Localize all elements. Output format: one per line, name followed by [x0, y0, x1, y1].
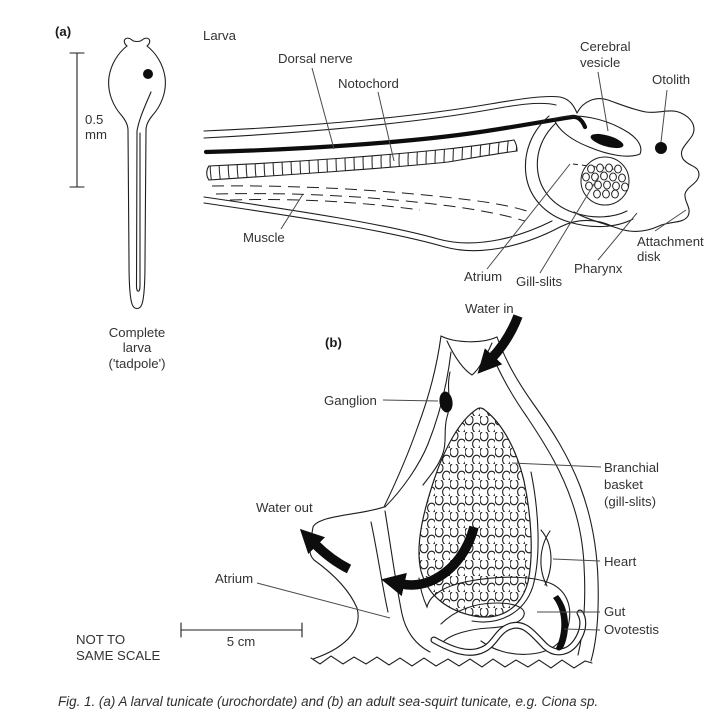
svg-text:SAME SCALE: SAME SCALE — [76, 648, 160, 663]
label-atrium-a: Atrium — [464, 269, 502, 284]
cerebral-vesicle-shape — [590, 133, 624, 149]
pharynx-outline — [580, 156, 630, 206]
ovotestis-shape — [553, 595, 569, 651]
intestine-shape — [430, 609, 587, 656]
svg-text:('tadpole'): ('tadpole') — [108, 356, 165, 371]
label-branchial-basket: Branchial — [604, 460, 659, 475]
heart-shape — [540, 529, 552, 587]
label-pharynx: Pharynx — [574, 261, 623, 276]
svg-text:vesicle: vesicle — [580, 55, 620, 70]
water-in-arrow — [477, 314, 523, 374]
muscle-dashes — [211, 185, 531, 213]
panel-b-tag: (b) — [325, 335, 342, 350]
svg-text:basket: basket — [604, 477, 643, 492]
label-attachment-disk: Attachment — [637, 234, 704, 249]
panel-a: (a) Larva 0.5 mm Complete larva ('tadpol… — [55, 24, 704, 371]
water-out-arrow — [299, 528, 352, 574]
larva-notochord-line — [135, 91, 152, 292]
atrium-outer-curve — [524, 115, 634, 228]
label-heart: Heart — [604, 554, 637, 569]
internal-flow-arrow — [381, 525, 479, 597]
larva-body-drawing — [203, 95, 613, 252]
figure-caption: Fig. 1. (a) A larval tunicate (urochorda… — [58, 694, 598, 709]
label-ovotestis: Ovotestis — [604, 622, 659, 637]
substrate-line — [310, 655, 593, 669]
svg-text:Complete: Complete — [109, 325, 165, 340]
ganglion-shape — [439, 391, 453, 413]
label-gill-slits: Gill-slits — [516, 274, 563, 289]
label-cerebral-vesicle: Cerebral — [580, 39, 631, 54]
complete-larva-caption: Complete larva ('tadpole') — [108, 325, 165, 371]
larva-scale-bar: 0.5 mm — [69, 52, 107, 188]
larva-heading: Larva — [203, 28, 237, 43]
label-gut: Gut — [604, 604, 626, 619]
label-atrium-b: Atrium — [215, 571, 253, 586]
panel-b: (b) — [76, 301, 659, 669]
panel-a-tag: (a) — [55, 24, 71, 39]
svg-text:larva: larva — [123, 340, 152, 355]
scale-unit: mm — [85, 127, 107, 142]
label-water-in: Water in — [465, 301, 514, 316]
label-notochord: Notochord — [338, 76, 399, 91]
label-ganglion: Ganglion — [324, 393, 377, 408]
adult-scale-bar: 5 cm — [180, 622, 303, 649]
branchial-basket-shape — [418, 407, 532, 618]
panel-a-labels: Dorsal nerve Notochord Muscle Cerebral v… — [243, 39, 704, 289]
dorsal-nerve-line — [203, 114, 588, 155]
scale-note: NOT TO SAME SCALE — [76, 632, 160, 663]
svg-text:disk: disk — [637, 249, 661, 264]
ocellus-dot — [143, 69, 153, 79]
larva-gill-slit-dots — [582, 163, 629, 199]
svg-text:NOT TO: NOT TO — [76, 632, 125, 647]
svg-text:(gill-slits): (gill-slits) — [604, 494, 656, 509]
scale-value: 0.5 — [85, 112, 103, 127]
adult-seasquirt-drawing — [299, 314, 599, 669]
otolith-dot — [655, 142, 667, 154]
label-water-out: Water out — [256, 500, 313, 515]
label-muscle: Muscle — [243, 230, 285, 245]
scale-label-5cm: 5 cm — [227, 634, 256, 649]
label-otolith: Otolith — [652, 72, 690, 87]
panel-b-labels: Water in Ganglion Branchial basket (gill… — [215, 301, 659, 637]
gut-shape — [418, 576, 571, 655]
complete-larva-drawing — [108, 37, 166, 310]
notochord-tube — [206, 139, 518, 181]
label-dorsal-nerve: Dorsal nerve — [278, 51, 353, 66]
